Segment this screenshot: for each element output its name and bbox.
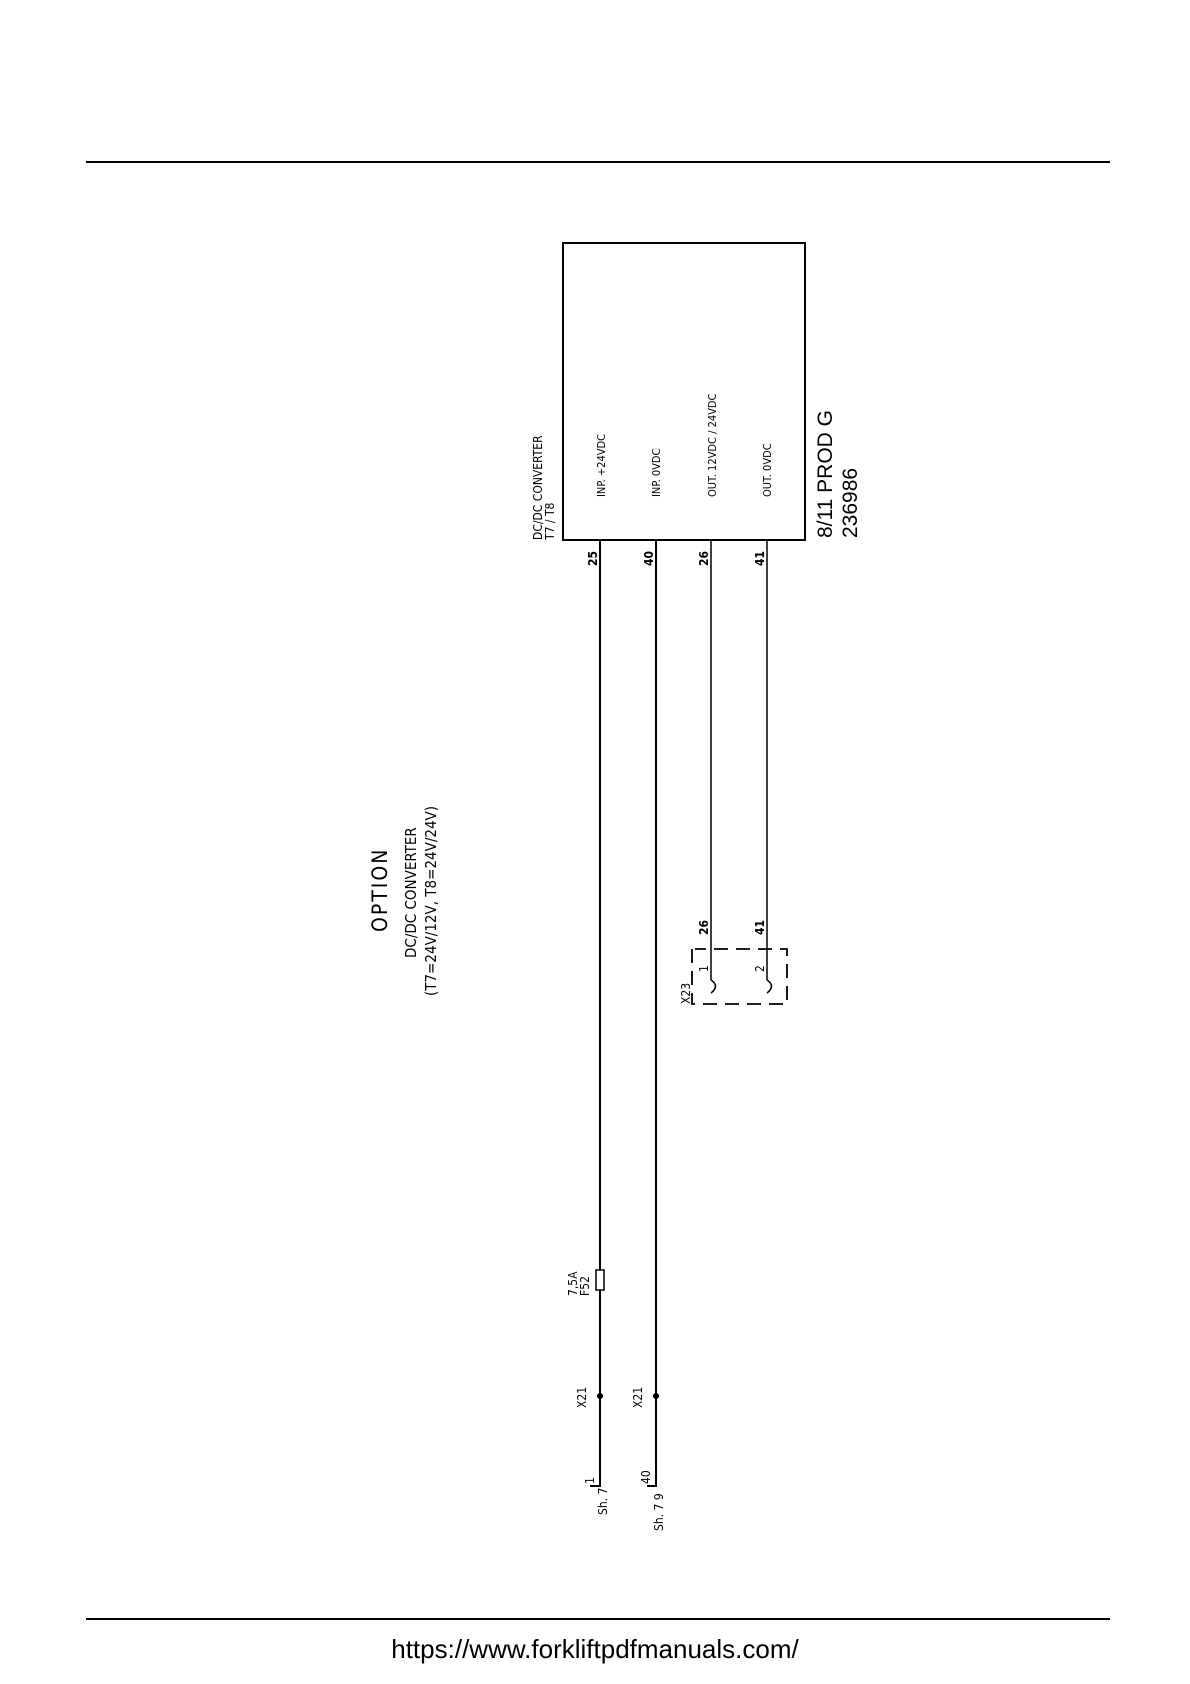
- terminal-x21-label-2: X21: [631, 1387, 645, 1408]
- connector-wire-41: 41: [753, 920, 767, 935]
- connector-x23-label: X23: [679, 983, 693, 1004]
- fuse-name: F52: [578, 1276, 592, 1296]
- option-variants: (T7=24V/12V, T8=24V/24V): [422, 806, 440, 996]
- wire-number-26: 26: [697, 551, 711, 566]
- terminal-x21-dot-1: [597, 1393, 603, 1399]
- sheet-ref-2-sheet: Sh. 7 9: [652, 1493, 666, 1531]
- option-title: OPTION: [368, 848, 392, 932]
- sheet-ref-1-sheet: Sh. 7: [596, 1488, 610, 1515]
- connector-wire-26: 26: [697, 920, 711, 935]
- wire-number-41: 41: [753, 551, 767, 566]
- connector-pin-2: 2: [753, 965, 767, 972]
- connector-x23: [692, 949, 787, 1004]
- wire-number-40: 40: [642, 551, 656, 566]
- sheet-ref-1-number: 1: [583, 1477, 597, 1484]
- sheet-ref-2-number: 40: [639, 1470, 653, 1484]
- pin-label-inp-24vdc: INP. +24VDC: [595, 434, 608, 497]
- option-subtitle: DC/DC CONVERTER: [402, 827, 420, 958]
- bottom-rule: [86, 1618, 1110, 1620]
- fuse-f52: [596, 1270, 604, 1290]
- pin-label-out-12vdc-24vdc: OUT. 12VDC / 24VDC: [706, 393, 719, 497]
- document-number: 236986: [839, 468, 862, 538]
- converter-name-line2: T7 / T8: [543, 502, 557, 541]
- pin-label-out-0vdc: OUT. 0VDC: [761, 443, 774, 497]
- terminal-x21-dot-2: [653, 1393, 659, 1399]
- wire-number-25: 25: [586, 551, 600, 566]
- footer-url[interactable]: https://www.forkliftpdfmanuals.com/: [0, 1634, 1190, 1665]
- connector-pin-1: 1: [697, 965, 711, 972]
- terminal-x21-label-1: X21: [575, 1387, 589, 1408]
- pin-label-inp-0vdc: INP. 0VDC: [650, 448, 663, 497]
- revision-label: 8/11 PROD G: [814, 410, 837, 538]
